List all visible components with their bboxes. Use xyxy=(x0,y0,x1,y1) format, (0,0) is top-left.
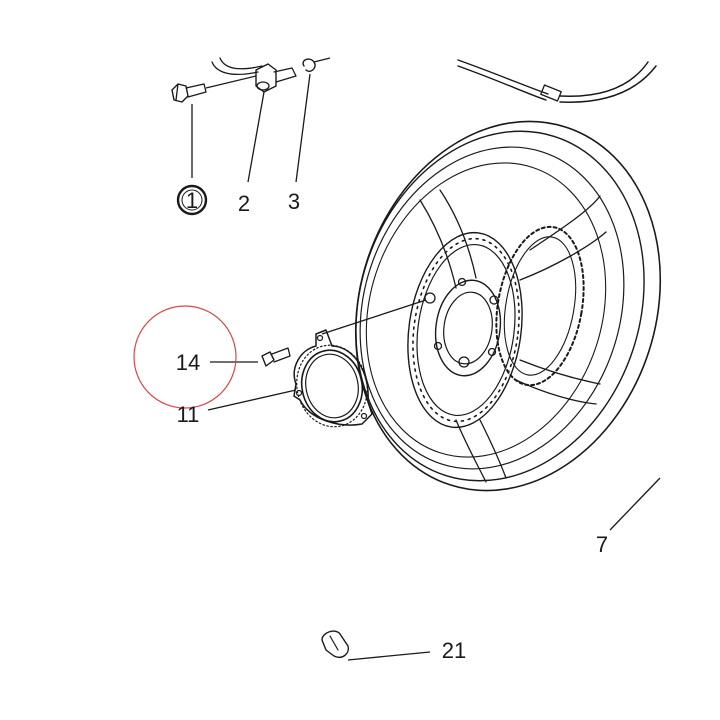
leader-line-21 xyxy=(347,651,431,661)
leader-line-7 xyxy=(609,477,661,531)
callout-1-badge: 1 xyxy=(176,184,208,216)
wheel-part-7 xyxy=(354,120,662,492)
callout-label-7: 7 xyxy=(596,532,608,557)
highlight-circle xyxy=(133,305,237,409)
leader-line-2 xyxy=(247,91,265,183)
screw-part-14 xyxy=(261,347,291,367)
clip-part-3 xyxy=(302,57,331,72)
clip-part-21 xyxy=(321,630,349,658)
callout-label-1: 1 xyxy=(186,188,198,213)
callout-label-21: 21 xyxy=(442,638,466,663)
leader-line-3 xyxy=(295,73,311,183)
pin-part-2 xyxy=(255,63,297,93)
leader-line-11 xyxy=(207,389,297,411)
bolt-part-1 xyxy=(171,83,207,103)
callout-label-11: 11 xyxy=(177,402,200,427)
callout-label-14: 14 xyxy=(176,350,200,375)
top-cable-assembly xyxy=(211,57,657,103)
callout-label-2: 2 xyxy=(238,191,250,216)
brake-disc xyxy=(407,231,523,429)
callout-label-3: 3 xyxy=(288,189,300,214)
sensor-ring-part-11 xyxy=(293,329,373,428)
